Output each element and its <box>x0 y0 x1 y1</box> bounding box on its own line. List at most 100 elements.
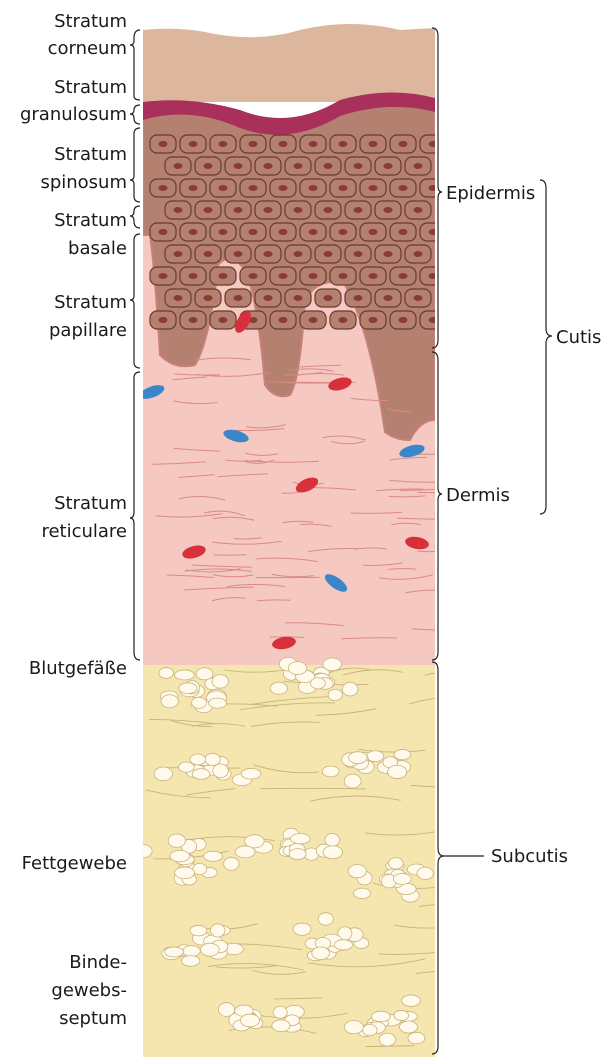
cell-nucleus <box>219 141 228 147</box>
cell-nucleus <box>324 207 333 213</box>
cell-nucleus <box>204 163 213 169</box>
label-stratum-papillare-1: Stratum <box>54 292 127 313</box>
cell-nucleus <box>399 273 408 279</box>
adipocyte <box>196 668 213 680</box>
brace-subcutis <box>432 662 484 1054</box>
adipocyte <box>205 753 220 765</box>
label-epidermis: Epidermis <box>446 183 535 204</box>
cell-nucleus <box>279 185 288 191</box>
adipocyte <box>417 867 433 879</box>
adipocyte <box>290 834 310 844</box>
adipocyte <box>212 675 228 688</box>
adipocyte <box>224 857 239 870</box>
cell-nucleus <box>309 141 318 147</box>
adipocyte <box>133 844 152 858</box>
cell-nucleus <box>219 273 228 279</box>
cell-nucleus <box>279 141 288 147</box>
cell-nucleus <box>384 295 393 301</box>
brace-stratum-papillare <box>130 234 140 368</box>
label-stratum-basale-1: Stratum <box>54 210 127 231</box>
adipocyte <box>179 762 195 772</box>
cell-nucleus <box>159 141 168 147</box>
adipocyte <box>293 923 311 935</box>
adipocyte <box>161 695 178 708</box>
cell-nucleus <box>159 273 168 279</box>
cell-nucleus <box>249 185 258 191</box>
cell-nucleus <box>189 317 198 323</box>
cell-nucleus <box>369 273 378 279</box>
cell-nucleus <box>324 295 333 301</box>
adipocyte <box>192 769 210 780</box>
cell-nucleus <box>249 229 258 235</box>
adipocyte <box>344 1021 363 1034</box>
cell-nucleus <box>369 141 378 147</box>
adipocyte <box>388 858 403 870</box>
cell-nucleus <box>399 185 408 191</box>
cell-nucleus <box>399 141 408 147</box>
label-blutgefaesse: Blutgefäße <box>29 658 127 679</box>
cell-nucleus <box>429 185 438 191</box>
adipocyte <box>323 658 342 671</box>
adipocyte <box>379 1033 395 1046</box>
adipocyte <box>354 888 371 899</box>
adipocyte <box>349 752 367 764</box>
cell-nucleus <box>219 229 228 235</box>
brace-cutis <box>540 180 552 514</box>
cell-nucleus <box>174 295 183 301</box>
stratum-corneum-layer <box>143 24 435 102</box>
label-dermis: Dermis <box>446 485 510 506</box>
adipocyte <box>399 1021 417 1033</box>
adipocyte <box>342 682 358 696</box>
cell-nucleus <box>204 207 213 213</box>
cell-nucleus <box>279 273 288 279</box>
label-stratum-spinosum-2: spinosum <box>40 172 127 193</box>
adipocyte <box>371 1011 390 1022</box>
cell-nucleus <box>399 229 408 235</box>
adipocyte <box>273 1006 287 1018</box>
label-subcutis: Subcutis <box>491 846 568 867</box>
label-bindegewebsseptum-2: gewebs- <box>51 980 127 1001</box>
cell-nucleus <box>339 185 348 191</box>
adipocyte <box>208 698 226 708</box>
adipocyte <box>210 924 225 937</box>
adipocyte <box>190 754 205 765</box>
cell-nucleus <box>309 317 318 323</box>
adipocyte <box>402 995 421 1006</box>
adipocyte <box>388 765 407 778</box>
cell-nucleus <box>294 295 303 301</box>
label-stratum-spinosum-1: Stratum <box>54 144 127 165</box>
cell-nucleus <box>219 185 228 191</box>
cell-nucleus <box>189 141 198 147</box>
adipocyte <box>323 846 342 859</box>
label-fettgewebe: Fettgewebe <box>22 853 127 874</box>
adipocyte <box>344 774 361 788</box>
cell-nucleus <box>234 163 243 169</box>
adipocyte <box>241 768 261 779</box>
brace-stratum-basale <box>130 206 140 228</box>
cell-nucleus <box>429 273 438 279</box>
adipocyte <box>394 749 411 759</box>
cell-nucleus <box>414 251 423 257</box>
adipocyte <box>181 956 199 967</box>
cell-nucleus <box>189 229 198 235</box>
cell-nucleus <box>189 185 198 191</box>
adipocyte <box>190 925 207 935</box>
brace-stratum-corneum <box>130 30 140 100</box>
cell-nucleus <box>294 251 303 257</box>
cell-nucleus <box>174 251 183 257</box>
cell-nucleus <box>249 141 258 147</box>
adipocyte <box>218 1003 234 1017</box>
label-stratum-corneum-2: corneum <box>48 38 127 59</box>
adipocyte <box>394 1010 408 1020</box>
cell-nucleus <box>414 295 423 301</box>
cell-nucleus <box>339 229 348 235</box>
cell-nucleus <box>234 207 243 213</box>
cell-nucleus <box>174 207 183 213</box>
cell-nucleus <box>264 163 273 169</box>
cell-nucleus <box>339 141 348 147</box>
adipocyte <box>165 947 184 957</box>
adipocyte <box>270 682 287 694</box>
adipocyte <box>192 697 207 708</box>
cell-nucleus <box>354 207 363 213</box>
